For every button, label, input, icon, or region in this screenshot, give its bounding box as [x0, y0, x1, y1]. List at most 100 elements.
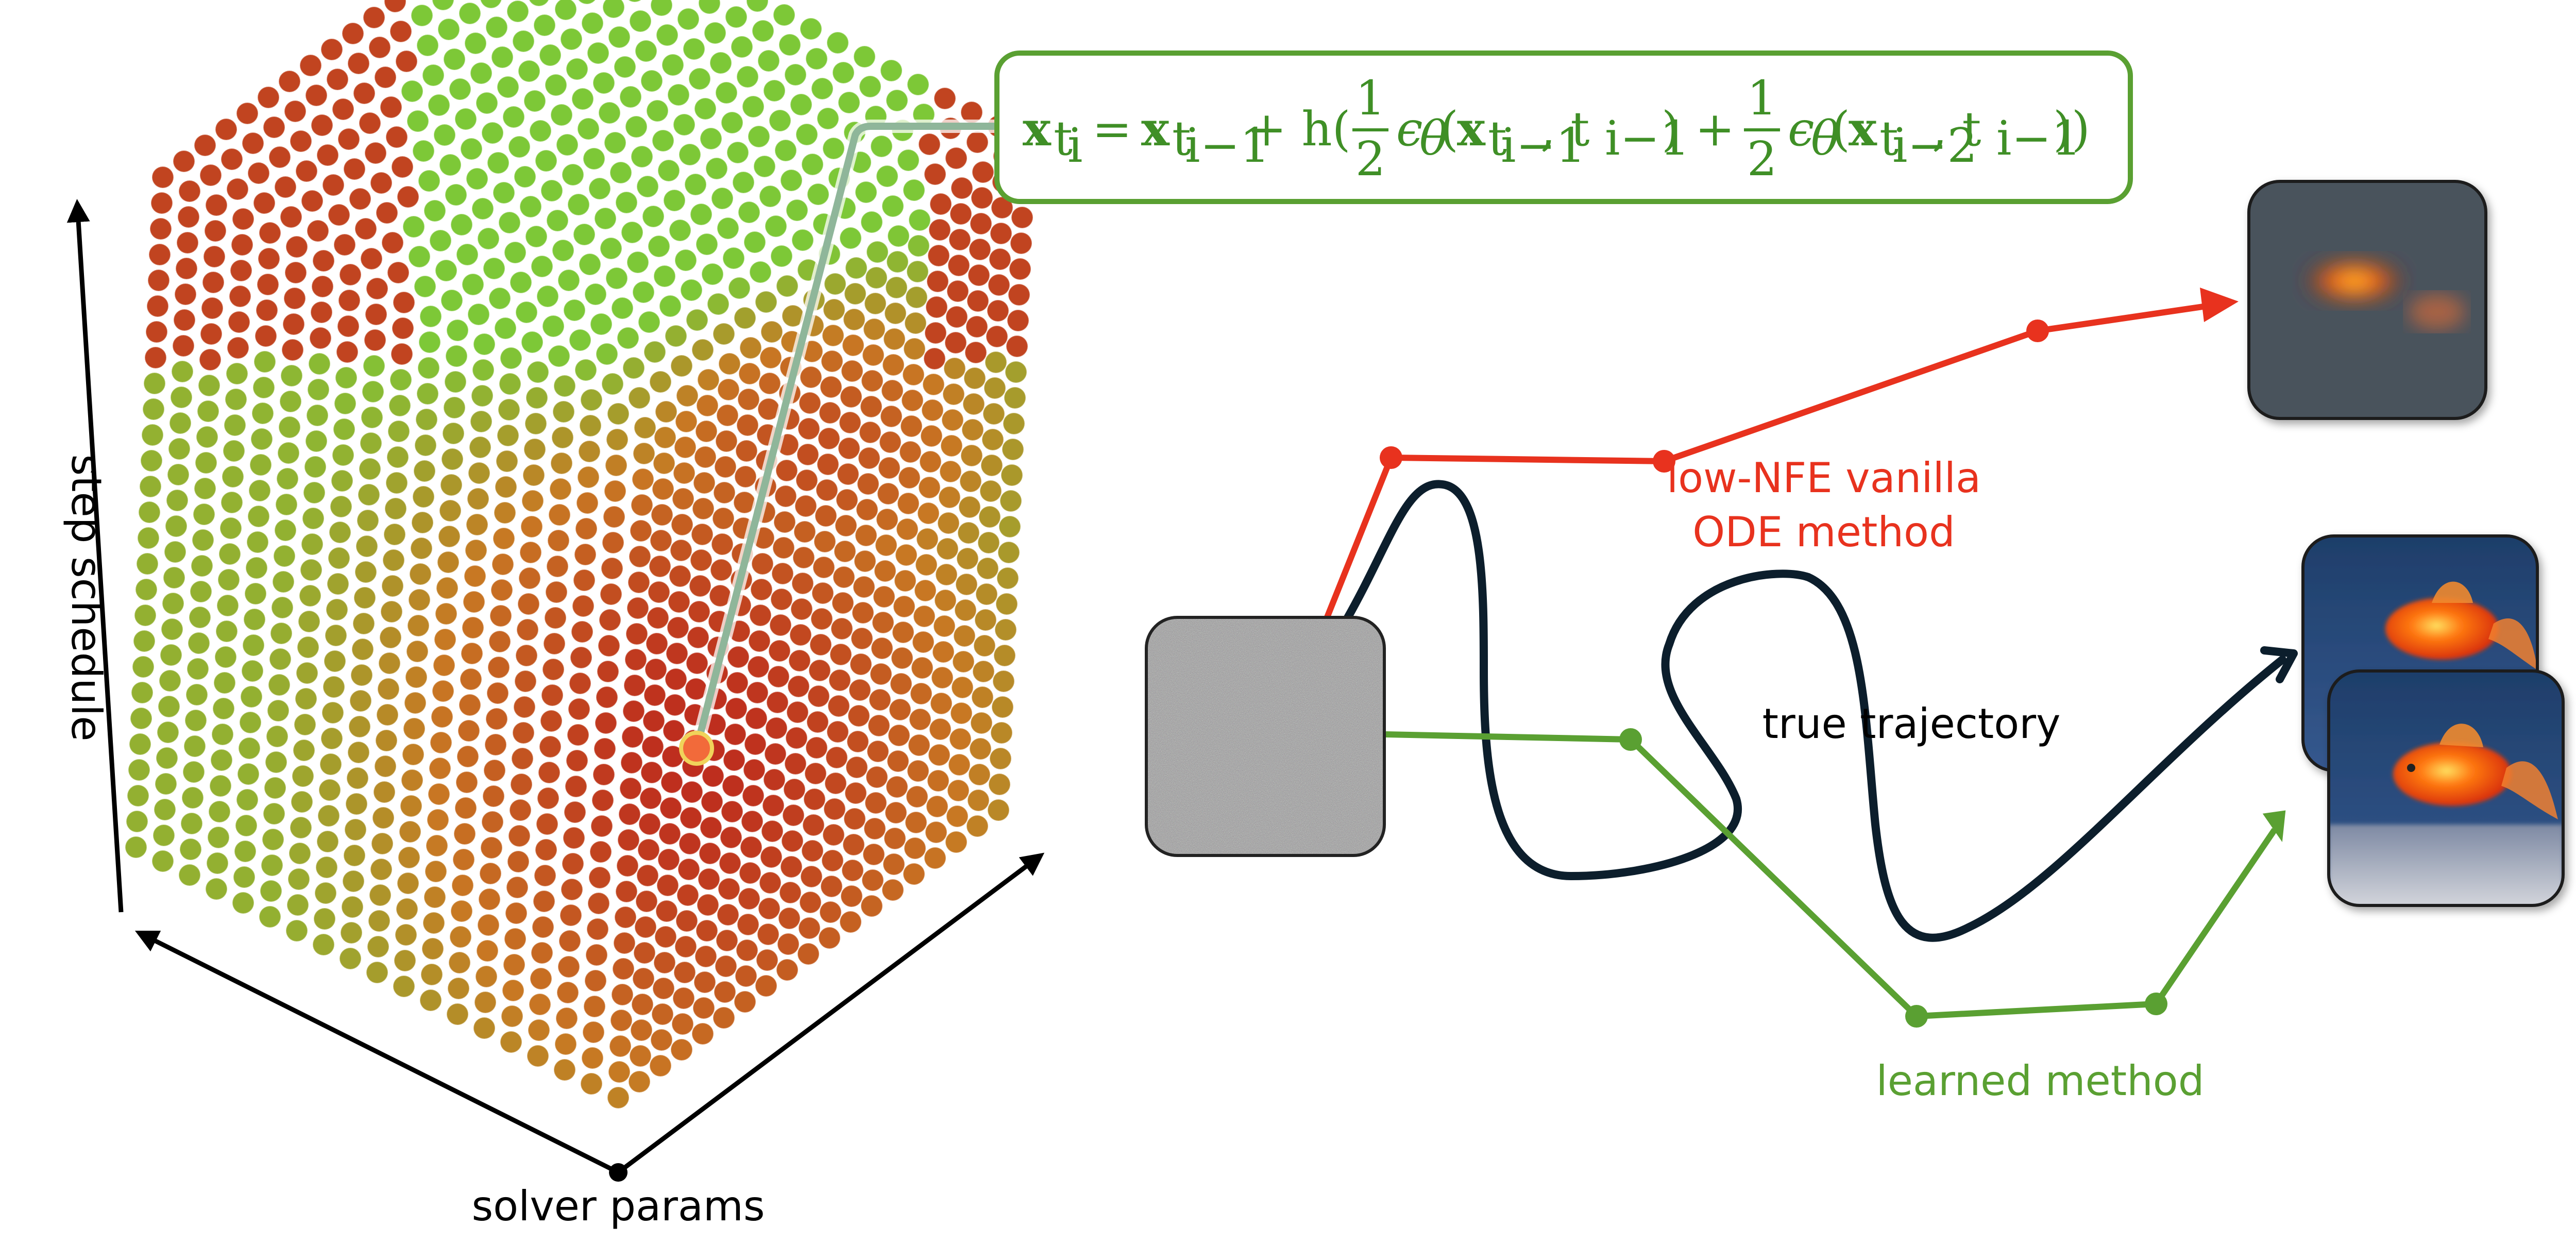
search-space-point [965, 315, 988, 338]
search-space-point [471, 384, 494, 407]
search-space-point [136, 552, 159, 575]
search-space-point [861, 369, 884, 392]
search-space-point [435, 259, 457, 282]
search-space-point [927, 244, 950, 267]
search-space-point [632, 967, 655, 990]
search-space-point [133, 630, 156, 652]
search-space-point [538, 761, 561, 784]
search-space-point [512, 721, 535, 744]
search-space-point [790, 598, 813, 620]
search-space-point [284, 100, 307, 123]
search-space-point [225, 388, 247, 411]
search-space-point [745, 707, 768, 730]
search-space-point [339, 947, 362, 970]
search-space-point [910, 682, 933, 705]
search-space-point [184, 709, 207, 732]
search-space-point [884, 827, 906, 850]
search-space-point [156, 747, 178, 769]
search-space-point [483, 759, 506, 782]
step-schedule-label: step schedule [62, 455, 110, 742]
search-space-point [614, 56, 636, 78]
search-space-point [547, 529, 570, 552]
search-space-point [940, 434, 963, 457]
search-space-point [157, 721, 179, 744]
search-space-point [839, 411, 861, 434]
search-space-point [782, 804, 805, 827]
search-space-point [450, 900, 473, 922]
learned-step-dot [1619, 728, 1642, 751]
search-space-point [717, 217, 739, 240]
search-space-point [245, 557, 268, 579]
search-space-point [323, 676, 345, 698]
search-space-point [631, 494, 653, 516]
search-space-point [460, 668, 482, 691]
search-space-point [539, 44, 562, 66]
search-space-point [222, 465, 244, 488]
search-space-point [155, 772, 177, 795]
search-space-point [694, 446, 717, 468]
search-space-point [804, 762, 827, 785]
search-space-point [826, 31, 849, 54]
search-space-point [560, 28, 583, 51]
search-space-point [411, 511, 434, 534]
search-space-point [868, 714, 890, 737]
search-space-point [221, 148, 243, 171]
search-space-point [626, 251, 649, 274]
search-space-point [418, 170, 440, 192]
search-space-point [717, 903, 739, 926]
search-space-point [838, 91, 860, 114]
search-space-point [358, 483, 380, 506]
svg-text:i: i [1067, 118, 1082, 173]
search-space-point [139, 475, 162, 498]
search-space-point [232, 892, 255, 914]
search-space-point [393, 291, 415, 314]
search-space-point [860, 395, 883, 418]
search-space-point [415, 408, 438, 431]
search-space-point [739, 862, 761, 884]
search-space-point [258, 247, 280, 270]
search-space-point [980, 454, 1003, 477]
search-space-point [138, 501, 161, 524]
search-space-point [642, 710, 665, 732]
search-space-point [967, 789, 990, 812]
search-space-point [946, 805, 969, 828]
search-space-point [457, 719, 480, 742]
search-space-point [501, 1005, 523, 1028]
search-space-point [178, 180, 201, 203]
search-space-point [528, 1019, 550, 1042]
search-space-point [332, 444, 354, 466]
search-space-point [796, 443, 819, 466]
search-space-point [502, 106, 525, 128]
search-space-point [442, 422, 465, 445]
search-space-point [135, 578, 158, 601]
solver-params-axis-left [134, 930, 620, 1175]
search-space-point [285, 236, 308, 258]
search-space-point [502, 979, 524, 1002]
search-space-point [349, 188, 371, 210]
search-space-point [572, 595, 595, 617]
search-space-point [207, 826, 230, 849]
solver-params-label: solver params [471, 1182, 765, 1230]
search-space-point [506, 876, 529, 899]
search-space-point [583, 995, 606, 1018]
search-space-point [375, 729, 398, 752]
search-space-point [382, 549, 405, 572]
search-space-point [964, 341, 987, 364]
search-space-point [691, 523, 714, 546]
search-space-point [947, 779, 970, 802]
search-space-point [642, 205, 665, 228]
search-space-point [406, 110, 429, 132]
search-space-point [519, 195, 542, 218]
search-space-point [926, 270, 949, 293]
search-space-point [515, 301, 538, 324]
search-space-point [428, 94, 450, 116]
search-space-point [510, 773, 533, 796]
search-space-point [448, 951, 471, 974]
search-space-point [821, 350, 843, 373]
search-space-point [889, 698, 911, 721]
search-space-point [548, 503, 571, 526]
search-space-point [772, 536, 795, 559]
search-space-point [366, 961, 388, 984]
search-space-point [263, 802, 285, 825]
search-space-point [196, 426, 218, 448]
